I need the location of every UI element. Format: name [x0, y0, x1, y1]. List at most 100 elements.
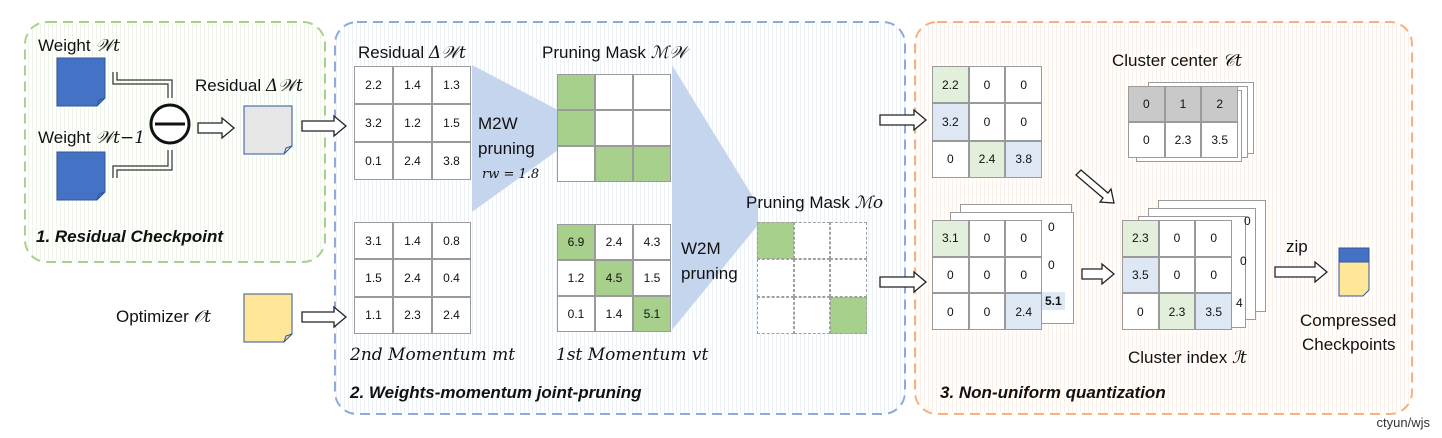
section-3-title: 3. Non-uniform quantization [940, 383, 1166, 402]
compressed-doc-icon [1338, 247, 1370, 297]
zip-label: zip [1286, 237, 1308, 256]
grid-cell: 3.8 [1005, 140, 1042, 178]
grid-cell: 0 [968, 220, 1006, 257]
mask-cell [793, 259, 831, 297]
w2m-pruning-label: pruning [681, 264, 738, 283]
m2w-funnel [472, 65, 558, 212]
grid-cell: 0 [1158, 220, 1196, 257]
weight-prev-label: Weight 𝒲t−1 [38, 128, 146, 148]
grid-cell: 3.8 [432, 142, 471, 180]
grid-cell: 2.4 [393, 142, 432, 180]
mask-cell [757, 296, 794, 334]
residual-doc-icon [243, 105, 293, 155]
w2m-label: W2M [681, 239, 721, 258]
grid-cell: 2.3 [393, 296, 432, 334]
grid-cell: 5.1 [633, 296, 671, 332]
grid-cell: 3.2 [354, 104, 393, 142]
optimizer-doc-icon [243, 293, 293, 343]
arrow-diagonal-to-cluster [1075, 169, 1115, 204]
grid-cell: 0 [1128, 86, 1165, 122]
grid-cell: 2.4 [968, 140, 1006, 178]
credit-text: ctyun/wjs [1376, 415, 1430, 430]
mask-cell [793, 222, 831, 260]
grid-cell: 0 [1195, 256, 1232, 294]
grid-cell: 0.1 [557, 296, 595, 332]
grid-cell: 0 [1005, 103, 1042, 141]
grid-cell: 1.5 [354, 259, 393, 297]
arrow-to-cluster-index [1081, 262, 1116, 286]
grid-cell: 0 [968, 103, 1006, 141]
grid-cell: 2 [1201, 86, 1238, 122]
mask-cell [830, 222, 867, 260]
grid-cell: 3.5 [1201, 122, 1238, 158]
residual-left-label: Residual Δ𝒲t [195, 76, 303, 96]
compressed-label-1: Compressed [1300, 311, 1397, 330]
grid-cell: 2.3 [1164, 122, 1202, 158]
mask-cell [633, 74, 671, 110]
residual-top-label: Residual Δ𝒲t [358, 43, 466, 63]
cluster-center-label: Cluster center 𝒞t [1112, 51, 1242, 71]
weight-label: Weight 𝒲t [38, 36, 120, 56]
grid-cell: 1.3 [432, 66, 471, 104]
arrow-to-compressed [1274, 260, 1329, 284]
grid-cell: 1.4 [393, 66, 432, 104]
grid-cell: 1 [1164, 86, 1202, 122]
grid-cell: 1.2 [393, 104, 432, 142]
stack-back-value: 0 [1244, 214, 1251, 228]
grid-cell: 2.3 [1122, 220, 1159, 257]
grid-cell: 3.5 [1122, 256, 1159, 294]
grid-cell: 0 [1005, 220, 1042, 257]
second-momentum-label: 2nd Momentum mt [350, 345, 516, 365]
mask-cell [557, 74, 595, 110]
grid-cell: 3.5 [1195, 293, 1232, 330]
grid-cell: 0 [1195, 220, 1232, 257]
grid-cell: 0 [932, 293, 969, 330]
mask-o-grid [757, 222, 867, 334]
grid-cell: 1.2 [557, 260, 595, 296]
grid-cell: 0 [968, 66, 1006, 104]
grid-cell: 0 [1158, 256, 1196, 294]
grid-cell: 4.5 [595, 260, 633, 296]
stack-back-value: 4 [1236, 296, 1243, 310]
mask-cell [557, 146, 595, 182]
grid-cell: 0 [932, 256, 969, 294]
mask-o-label: Pruning Mask ℳo [746, 193, 884, 213]
grid-cell: 0 [968, 256, 1006, 294]
mask-cell [595, 146, 633, 182]
grid-cell: 0 [1005, 256, 1042, 294]
mask-cell [595, 110, 633, 146]
arrow-optimizer-to-grid [301, 305, 348, 329]
grid-cell: 1.5 [633, 260, 671, 296]
grid-cell: 1.4 [595, 296, 633, 332]
grid-cell: 0 [1122, 293, 1159, 330]
mask-cell [633, 146, 671, 182]
grid-cell: 1.1 [354, 296, 393, 334]
weight-prev-connector [112, 150, 169, 178]
arrow-to-pruned-weight [879, 108, 928, 132]
grid-cell: 2.4 [1005, 293, 1042, 330]
grid-cell: 2.3 [1158, 293, 1196, 330]
weight-connector [112, 72, 169, 98]
mask-w-grid [557, 74, 671, 182]
grid-cell: 3.2 [932, 103, 969, 141]
stack-back-value: 5.1 [1042, 292, 1065, 310]
stack-back-value: 0 [1048, 258, 1055, 272]
grid-cell: 2.4 [432, 296, 471, 334]
grid-cell: 6.9 [557, 224, 595, 260]
compressed-label-2: Checkpoints [1302, 335, 1396, 354]
stack-back-value: 0 [1240, 254, 1247, 268]
w2m-funnel [672, 65, 758, 330]
grid-cell: 3.1 [354, 222, 393, 260]
mask-w-label: Pruning Mask ℳ𝒲 [542, 43, 687, 63]
mask-cell [633, 110, 671, 146]
ratio-label: rw = 1.8 [482, 167, 540, 182]
cluster-index-label: Cluster index ℐt [1128, 348, 1247, 368]
grid-cell: 4.3 [633, 224, 671, 260]
grid-cell: 1.4 [393, 222, 432, 260]
hollow-arrows [197, 108, 1329, 329]
